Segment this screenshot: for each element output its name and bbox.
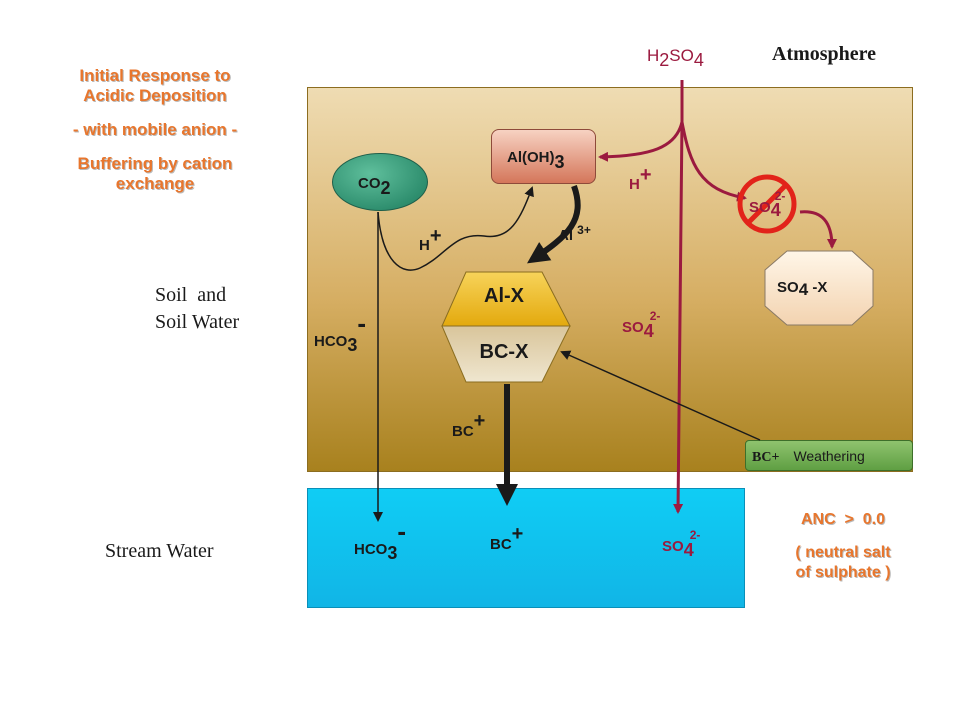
h2so4-part-b: 2 [659, 50, 670, 70]
blocked-sulphate-subscript: 4 [770, 200, 781, 220]
sulphate-stream-subscript: 4 [683, 540, 694, 560]
anc-note: ANC > 0.0 ( neutral salt of sulphate ) [758, 510, 928, 583]
weathering-text: Weathering [793, 448, 865, 464]
title-line-4: Buffering by cation [77, 154, 233, 173]
proton-to-aluminium-arrow [598, 121, 684, 162]
base-cation-soil-text: BC [452, 423, 474, 440]
blocked-sulphate-superscript: 2- [774, 189, 786, 203]
weathering-label: BC+ Weathering [752, 448, 865, 466]
co2-subscript: 2 [380, 178, 391, 198]
bicarbonate-stream-text: HCO [354, 541, 388, 558]
aluminium-hydroxide-box [491, 129, 596, 184]
proton-acid-text: H [629, 176, 640, 193]
zone-label-soil: Soil and Soil Water [155, 282, 239, 336]
sulphate-soil-subscript: 4 [643, 321, 654, 341]
title-line-1: Initial Response to [79, 66, 231, 85]
carbon-dioxide-ellipse [332, 153, 428, 211]
co2-text: CO [358, 175, 381, 192]
weathering-bc-text: BC+ [752, 450, 780, 465]
h2so4-part-d: 4 [693, 50, 704, 70]
zone-label-soil-line-2: Soil Water [155, 311, 240, 333]
title-line-2: Acidic Deposition [83, 86, 227, 105]
bicarbonate-soil-text: HCO [314, 333, 348, 350]
bicarbonate-soil-label: HCO3- [314, 308, 366, 355]
bicarbonate-soil-subscript: 3 [347, 335, 358, 355]
bicarbonate-soil-superscript: - [357, 308, 367, 338]
h2so4-part-c: SO [669, 46, 694, 65]
sulphate-adsorbed-suffix: -X [808, 279, 828, 296]
aluminium-hydroxide-label: Al(OH)3 [507, 146, 565, 172]
base-cation-stream-label: BC+ [490, 523, 523, 555]
base-cation-soil-superscript: + [473, 410, 486, 432]
proton-acid-superscript: + [639, 164, 652, 186]
exchanger-top-label: Al-X [484, 285, 524, 307]
h2so4-part-a: H [647, 46, 660, 65]
bicarbonate-stream-label: HCO3- [354, 516, 406, 563]
sulphate-stream-label: SO42- [662, 528, 704, 560]
sulphate-to-adsorption-arrow [680, 121, 747, 202]
diagram-title: Initial Response to Acidic Deposition - … [40, 66, 270, 194]
sulphate-adsorbed-label: SO4 -X [777, 277, 828, 299]
title-line-5: exchange [115, 174, 195, 193]
aluminium-ion-superscript: 3+ [577, 223, 591, 237]
base-cation-stream-text: BC [490, 536, 512, 553]
sulphuric-acid-arrow [673, 80, 684, 514]
carbonic-proton-arrow [377, 186, 534, 271]
sulphate-adsorbed-text: SO [777, 279, 799, 296]
blocked-sulphate-to-octagon-arrow [799, 210, 837, 249]
bicarbonate-stream-subscript: 3 [387, 543, 398, 563]
anc-line-3: of sulphate ) [795, 564, 891, 581]
exchanger-bottom-half [441, 325, 571, 383]
blocked-sulphate-text: SO [749, 199, 771, 216]
proton-carbonic-superscript: + [429, 225, 442, 247]
base-cation-stream-superscript: + [511, 523, 524, 545]
base-cation-soil-label: BC+ [452, 410, 485, 442]
proton-carbonic-text: H [419, 237, 430, 254]
bicarbonate-stream-superscript: - [397, 516, 407, 546]
sulphate-stream-text: SO [662, 538, 684, 555]
aluminium-ion-text: Al [558, 227, 573, 244]
exchanger-bottom-label: BC-X [479, 341, 529, 363]
stream-compartment [307, 488, 745, 608]
weathering-arrow [560, 350, 761, 441]
anc-line-2: ( neutral salt [795, 544, 891, 561]
sulphate-soil-superscript: 2- [649, 309, 661, 323]
prohibited-icon [737, 174, 797, 234]
sulphate-adsorbed-octagon [764, 250, 874, 326]
zone-label-soil-line-1: Soil and [155, 284, 227, 306]
sulphate-soil-text: SO [622, 319, 644, 336]
proton-label-carbonic: H+ [419, 225, 442, 256]
aluminium-ion-label: Al 3+ [558, 223, 591, 244]
aluminium-release-arrow [527, 185, 581, 264]
sulphuric-acid-label: H2SO4 [647, 45, 704, 70]
zone-label-atmosphere: Atmosphere [772, 43, 877, 65]
aloh3-subscript: 3 [554, 152, 565, 172]
sulphate-soil-label: SO42- [622, 309, 664, 341]
anc-line-1: ANC > 0.0 [800, 511, 886, 528]
aloh3-text: Al(OH) [507, 149, 555, 166]
zone-label-stream: Stream Water [105, 540, 214, 562]
weathering-box [745, 440, 913, 471]
proton-label-acid: H+ [629, 164, 652, 195]
sulphate-adsorbed-subscript: 4 [798, 280, 809, 299]
blocked-sulphate-label: SO42- [749, 189, 791, 220]
title-line-3: - with mobile anion - [72, 120, 238, 139]
sulphate-stream-superscript: 2- [689, 528, 701, 542]
carbon-dioxide-label: CO2 [358, 172, 391, 198]
